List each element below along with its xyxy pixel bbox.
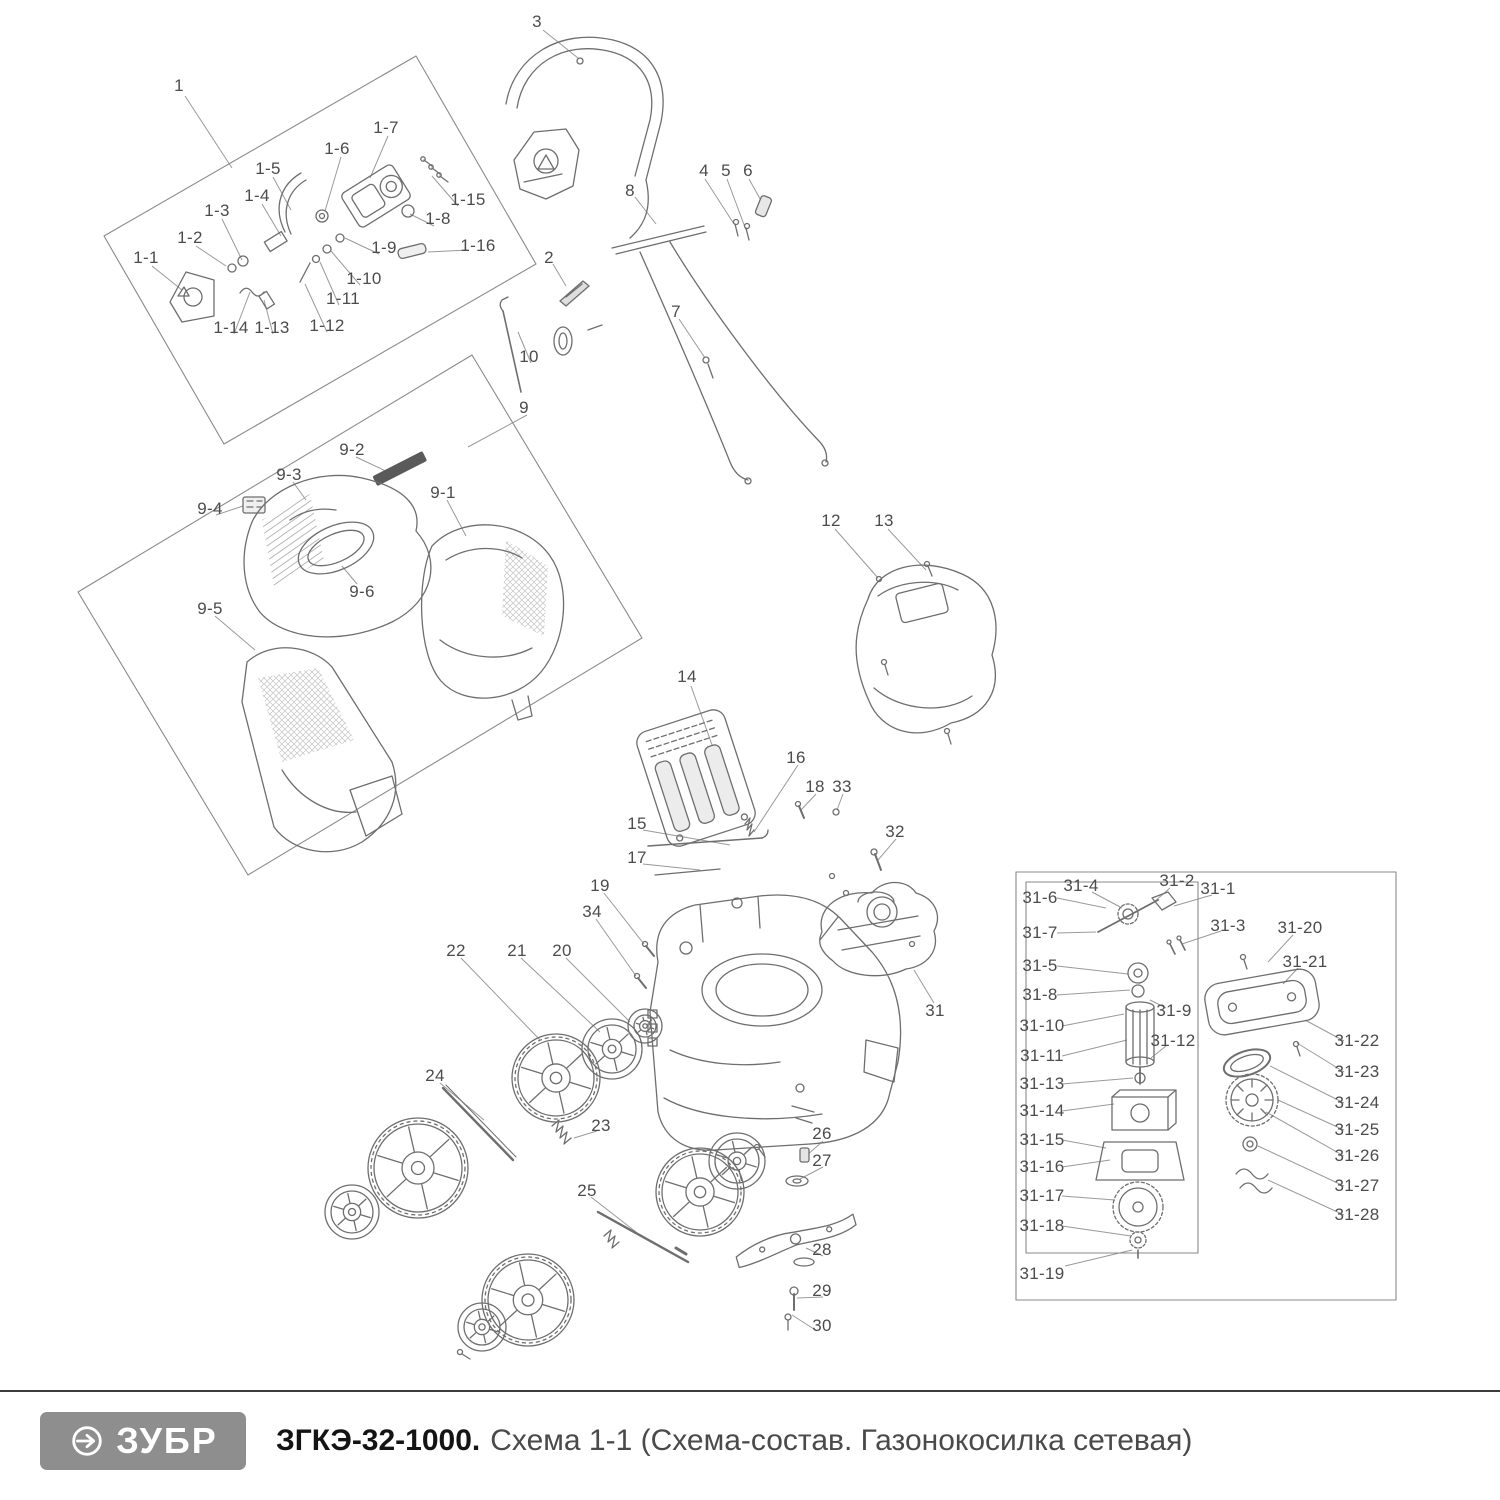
group-box-31-inner (1025, 881, 1199, 1254)
footer-divider (0, 1390, 1500, 1392)
part-hubcap (324, 1184, 380, 1240)
part-motor-exploded (1095, 891, 1186, 1259)
zubr-logo-text: ЗУБР (116, 1420, 218, 1461)
part-small-fasteners (633, 800, 882, 989)
part-chute-cover (241, 647, 403, 853)
group-box-1 (103, 55, 537, 445)
page-title: ЗГКЭ-32-1000. Схема 1-1 (Схема-состав. Га… (276, 1424, 1192, 1458)
part-lower-handle (611, 179, 829, 485)
part-wheel (511, 1033, 601, 1123)
part-deck (647, 894, 902, 1151)
zubr-logo-icon (72, 1426, 102, 1456)
part-blade-assembly (735, 1147, 857, 1331)
part-hubcap (708, 1132, 766, 1190)
zubr-logo: ЗУБР (40, 1412, 246, 1470)
part-wheel (367, 1117, 469, 1219)
footer: ЗУБР ЗГКЭ-32-1000. Схема 1-1 (Схема-соста… (0, 1390, 1500, 1470)
part-blade-drive-exploded (1204, 953, 1320, 1194)
part-top-cover (242, 451, 432, 638)
part-vent-cover (636, 709, 756, 847)
part-wheel (481, 1253, 575, 1347)
part-handle-fasteners (499, 195, 773, 393)
part-hubcap (627, 1008, 663, 1044)
part-rear-cover (420, 524, 565, 721)
model-number: ЗГКЭ-32-1000. (276, 1424, 481, 1457)
part-hubcap (581, 1018, 643, 1080)
part-wheel (655, 1147, 745, 1237)
scheme-title: Схема 1-1 (Схема-состав. Газонокосилка с… (490, 1424, 1193, 1457)
part-hubcap (457, 1302, 507, 1352)
part-motor-bracket-assembly (819, 881, 939, 977)
part-axles-springs (441, 1084, 766, 1360)
part-motor-cover (855, 560, 997, 745)
group-box-9 (77, 354, 643, 876)
group-box-31-outer (1015, 871, 1397, 1301)
part-upper-handle (505, 36, 664, 200)
part-wheels (324, 1008, 766, 1352)
part-switch-assembly (169, 156, 449, 323)
